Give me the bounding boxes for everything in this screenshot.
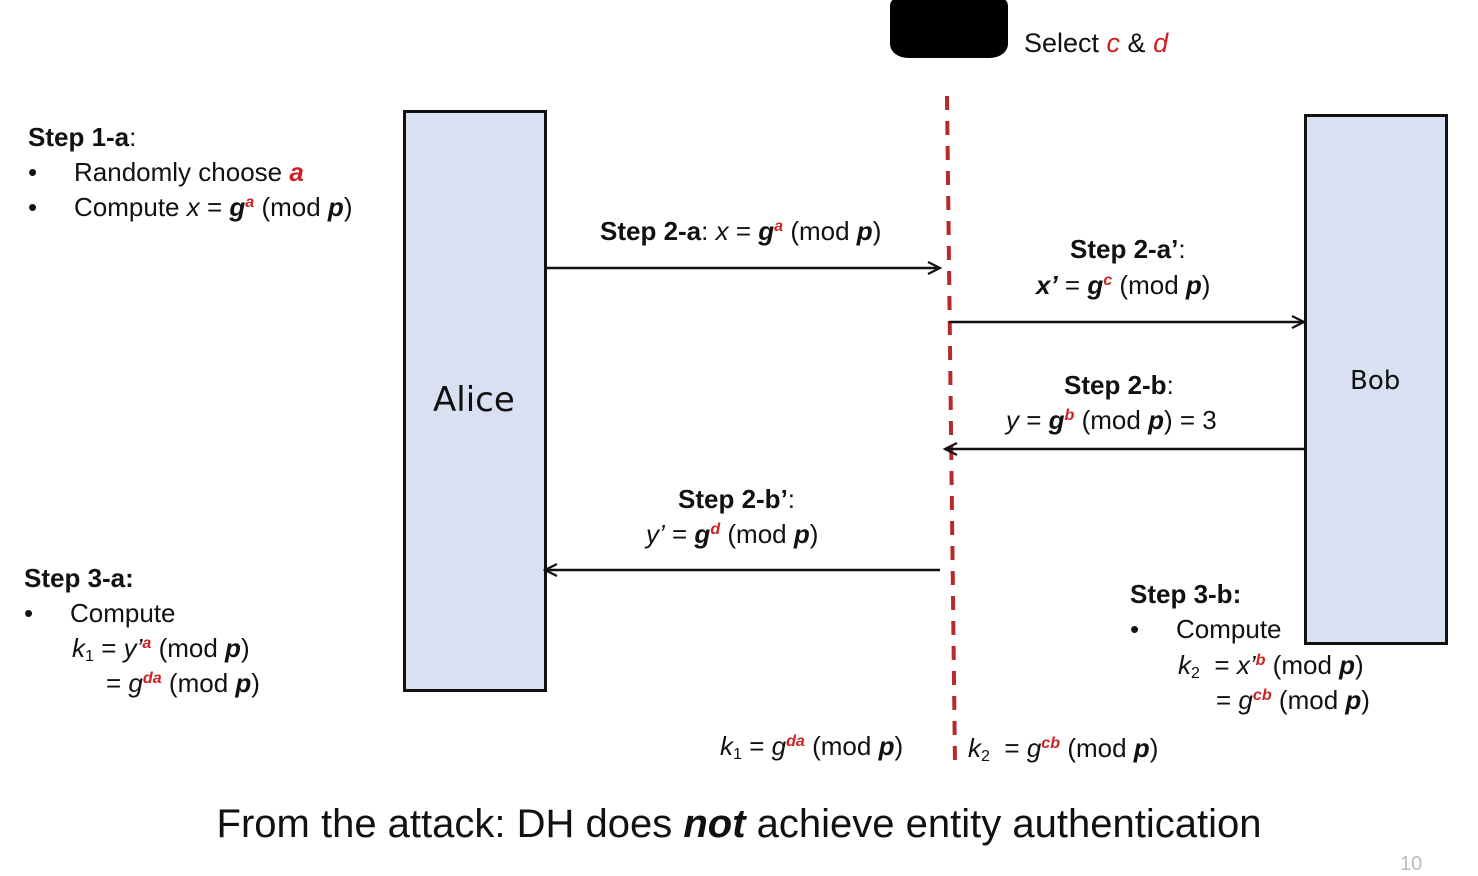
- step-3a-line-1: k1 = y’a (mod p): [72, 633, 250, 666]
- attacker-dashed-line: [945, 95, 957, 765]
- alice-box: [403, 110, 547, 692]
- step-2b-title: Step 2-b:: [1064, 370, 1174, 400]
- select-c-d-label: Select c & d: [1024, 28, 1169, 58]
- step-2a-label: Step 2-a: x = ga (mod p): [600, 216, 882, 246]
- step-1a-title: Step 1-a:: [28, 122, 137, 152]
- step-3b-title: Step 3-b:: [1130, 579, 1242, 609]
- step-2b-formula: y = gb (mod p) = 3: [1006, 405, 1217, 435]
- step-3b-line-2: = gcb (mod p): [1216, 685, 1370, 715]
- conclusion-text: From the attack: DH does not achieve ent…: [216, 802, 1262, 846]
- attacker-icon: [890, 0, 1008, 58]
- key-k2-summary: k2 = gcb (mod p): [968, 733, 1159, 766]
- step-1a-bullet-1: •Randomly choose a: [28, 157, 304, 187]
- step-3b-line-1: k2 = x’b (mod p): [1178, 650, 1364, 683]
- key-k1-summary: k1 = gda (mod p): [720, 731, 904, 764]
- step-3b-compute: •Compute: [1130, 614, 1282, 644]
- step-3a-title: Step 3-a:: [24, 563, 134, 593]
- step-1a-bullet-2: •Compute x = ga (mod p): [28, 192, 353, 222]
- alice-label: Alice: [433, 380, 515, 420]
- page-number: 10: [1400, 853, 1423, 875]
- step-3a-compute: •Compute: [24, 598, 176, 628]
- bob-label: Bob: [1350, 366, 1401, 396]
- step-2b-prime-formula: y’ = gd (mod p): [646, 519, 819, 549]
- step-2b-prime-title: Step 2-b’:: [678, 484, 796, 514]
- step-2a-prime-formula: x’ = gc (mod p): [1036, 270, 1211, 300]
- bob-box: [1304, 114, 1448, 645]
- step-3a-line-2: = gda (mod p): [106, 668, 260, 698]
- step-2a-prime-title: Step 2-a’:: [1070, 234, 1186, 264]
